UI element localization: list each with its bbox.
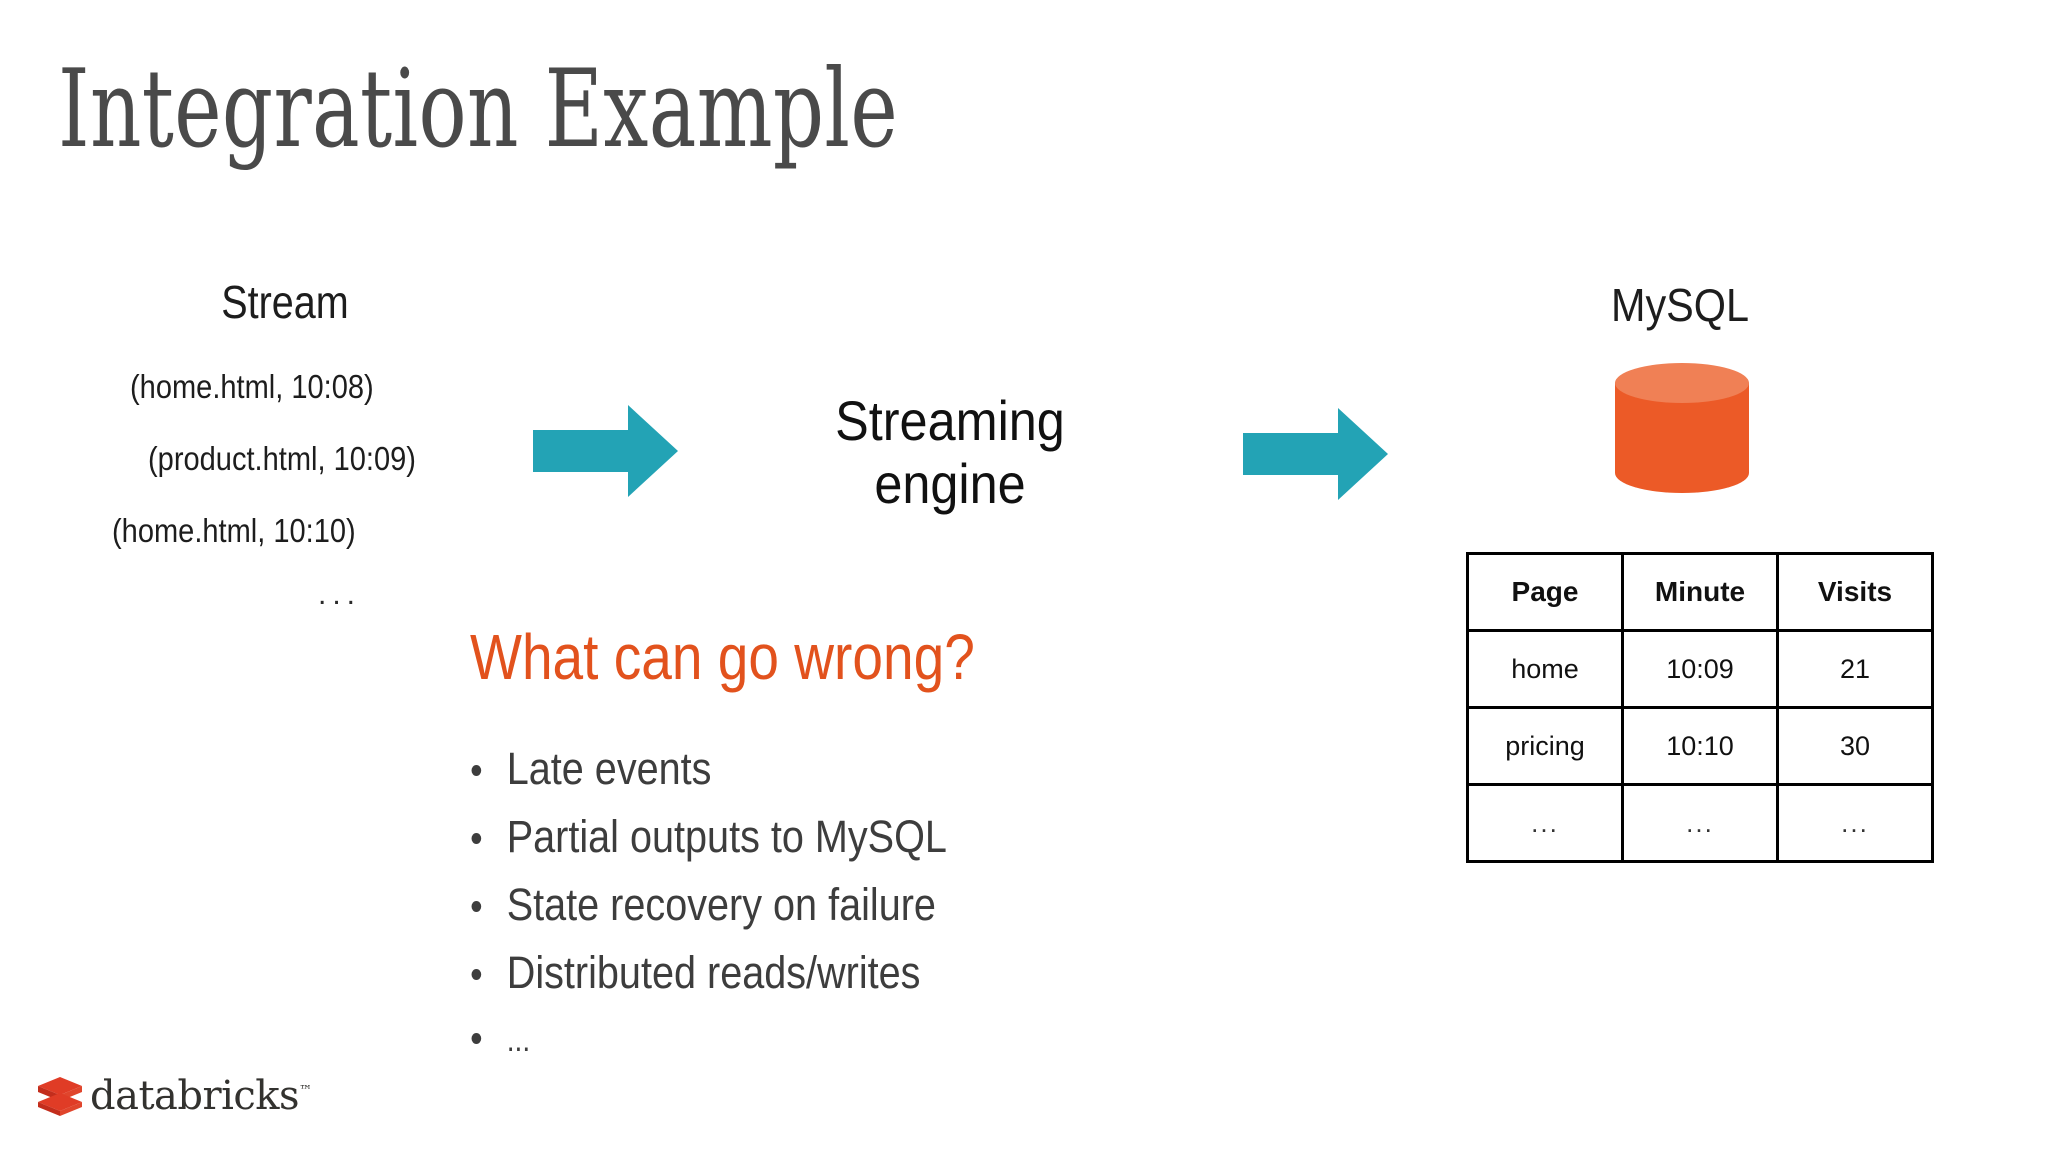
bullet-dot-icon bbox=[471, 1033, 482, 1044]
databricks-wordmark: databricks™ bbox=[90, 1076, 312, 1116]
list-item: Late events bbox=[468, 735, 947, 803]
stream-event-item: (home.html, 10:08) bbox=[130, 368, 374, 405]
mysql-heading: MySQL bbox=[1610, 279, 1750, 331]
logo-wordmark-text: databricks bbox=[90, 1073, 300, 1119]
page-title: Integration Example bbox=[58, 47, 899, 172]
list-item-label: Late events bbox=[506, 743, 712, 794]
table-cell-page: pricing bbox=[1466, 706, 1624, 786]
list-item-label: Distributed reads/writes bbox=[506, 947, 921, 998]
list-item-label: ... bbox=[506, 1022, 531, 1058]
arrow-stream-to-engine-icon bbox=[533, 405, 678, 502]
list-item: Partial outputs to MySQL bbox=[468, 803, 947, 871]
bullet-dot-icon bbox=[471, 765, 482, 776]
table-cell-visits: 30 bbox=[1776, 706, 1934, 786]
engine-line-1: Streaming bbox=[835, 389, 1065, 452]
stream-ellipsis: ... bbox=[318, 578, 362, 611]
table-row: ... ... ... bbox=[1466, 783, 1934, 863]
table-row: home 10:09 21 bbox=[1466, 629, 1934, 709]
bullet-dot-icon bbox=[471, 901, 482, 912]
concerns-list: Late events Partial outputs to MySQL Sta… bbox=[468, 735, 1012, 1073]
table-header-row: Page Minute Visits bbox=[1466, 552, 1934, 632]
databricks-logo: databricks™ bbox=[36, 1075, 312, 1117]
list-item: Distributed reads/writes bbox=[468, 939, 947, 1007]
stream-event-item: (product.html, 10:09) bbox=[148, 440, 416, 477]
table-cell-minute: 10:09 bbox=[1621, 629, 1779, 709]
bullet-dot-icon bbox=[471, 833, 482, 844]
bullet-dot-icon bbox=[471, 969, 482, 980]
list-item: ... bbox=[468, 1007, 947, 1073]
stream-heading: Stream bbox=[221, 276, 349, 328]
databricks-bricks-icon bbox=[38, 1077, 82, 1116]
table-column-header-page: Page bbox=[1466, 552, 1624, 632]
database-cylinder-icon bbox=[1615, 363, 1749, 493]
arrow-engine-to-mysql-icon bbox=[1243, 408, 1388, 505]
list-item: State recovery on failure bbox=[468, 871, 947, 939]
table-column-header-minute: Minute bbox=[1621, 552, 1779, 632]
trademark-symbol: ™ bbox=[299, 1083, 312, 1099]
table-cell-visits: 21 bbox=[1776, 629, 1934, 709]
stream-event-item: (home.html, 10:10) bbox=[112, 512, 356, 549]
table-row: pricing 10:10 30 bbox=[1466, 706, 1934, 786]
table-cell-minute: 10:10 bbox=[1621, 706, 1779, 786]
list-item-label: State recovery on failure bbox=[506, 879, 936, 930]
mysql-results-table: Page Minute Visits home 10:09 21 pricing… bbox=[1466, 552, 1934, 863]
list-item-label: Partial outputs to MySQL bbox=[506, 811, 947, 862]
table-cell-page: ... bbox=[1466, 783, 1624, 863]
table-column-header-visits: Visits bbox=[1776, 552, 1934, 632]
engine-line-2: engine bbox=[874, 451, 1026, 515]
table-cell-page: home bbox=[1466, 629, 1624, 709]
question-heading: What can go wrong? bbox=[470, 621, 975, 693]
table-cell-visits: ... bbox=[1776, 783, 1934, 863]
streaming-engine-label: Streaming engine bbox=[806, 389, 1094, 515]
table-cell-minute: ... bbox=[1621, 783, 1779, 863]
